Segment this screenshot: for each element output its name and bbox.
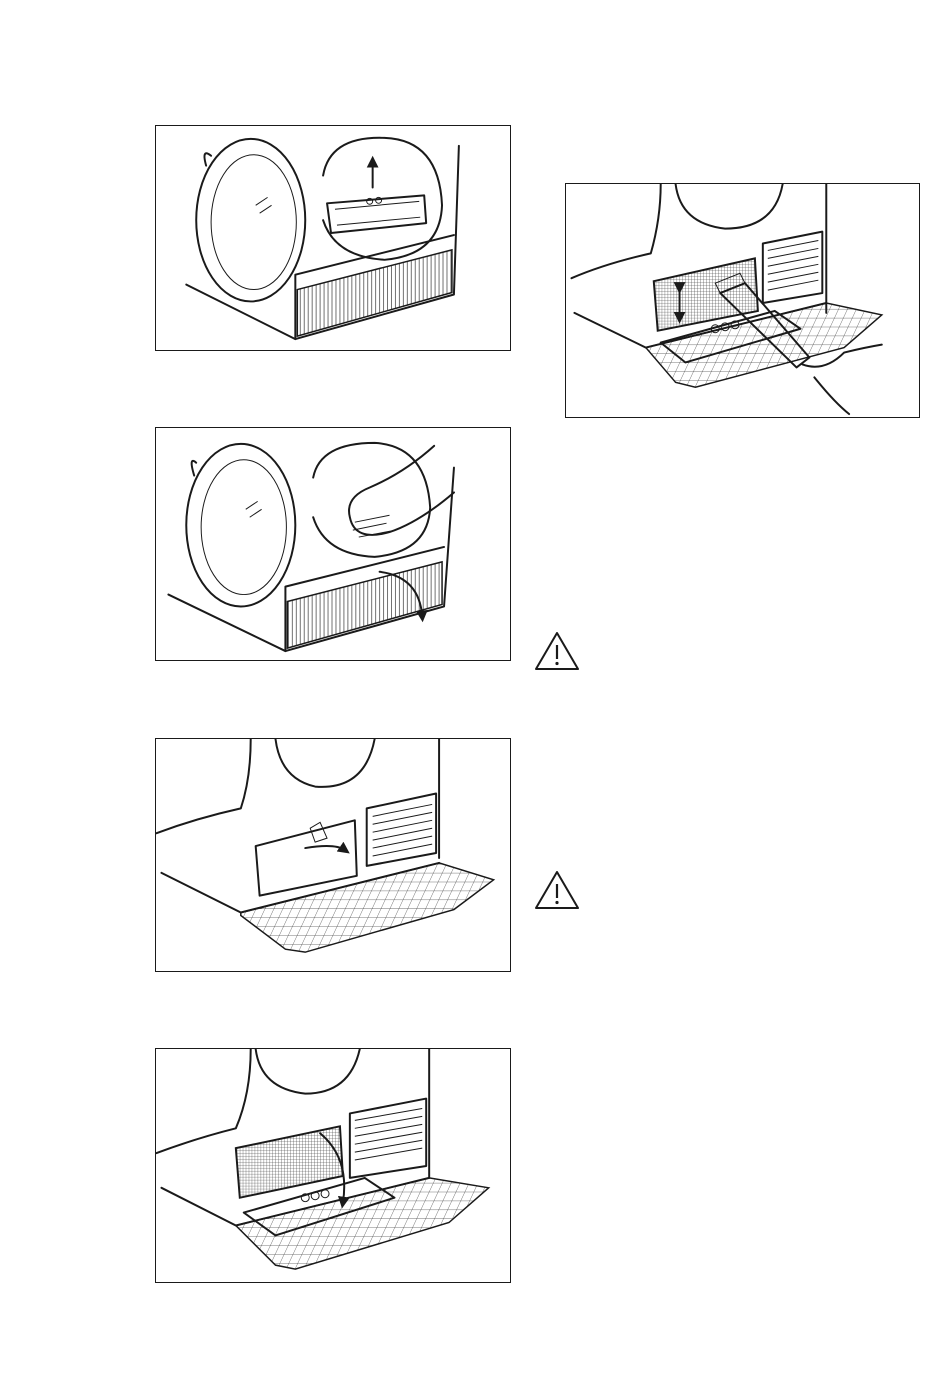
warning-triangle-icon (533, 869, 581, 911)
unlock-heat-exchanger-cover-illustration (156, 739, 510, 971)
figure-step-5 (565, 183, 920, 418)
lower-heat-exchanger-cover-illustration (156, 1049, 510, 1282)
figure-step-3 (155, 738, 511, 972)
clean-heat-exchanger-illustration (566, 184, 919, 417)
open-plinth-door-illustration (156, 428, 510, 660)
remove-filter-illustration (156, 126, 510, 350)
figure-step-4 (155, 1048, 511, 1283)
warning-triangle-icon (533, 630, 581, 672)
figure-step-1 (155, 125, 511, 351)
figure-step-2 (155, 427, 511, 661)
